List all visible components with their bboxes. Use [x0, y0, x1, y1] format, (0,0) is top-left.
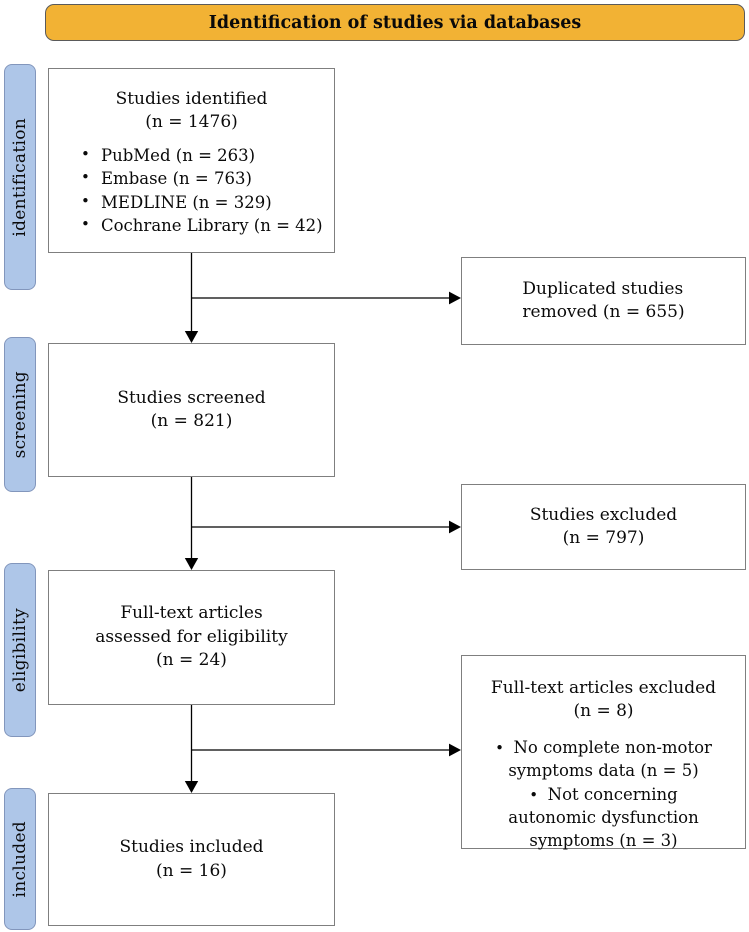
- box-count: (n = 1476): [145, 112, 238, 133]
- stage-label-screening: screening: [4, 337, 36, 492]
- stage-label-eligibility: eligibility: [4, 563, 36, 737]
- box-studies-identified: Studies identified (n = 1476) PubMed (n …: [48, 68, 335, 253]
- box-title: Full-text articles: [120, 603, 263, 624]
- box-studies-excluded: Studies excluded (n = 797): [461, 484, 746, 570]
- box-count: (n = 797): [562, 528, 645, 548]
- box-fulltext-excluded: Full-text articles excluded (n = 8) No c…: [461, 655, 746, 852]
- stage-label-included: included: [4, 788, 36, 930]
- stage-label-identification: identification: [4, 64, 36, 290]
- arrowhead-right-1: [449, 291, 461, 305]
- box-title: Duplicated studies: [522, 278, 684, 299]
- box-title: Studies screened: [117, 387, 266, 408]
- box-count: (n = 24): [156, 650, 227, 671]
- box-count: removed (n = 655): [522, 302, 685, 322]
- box-duplicates-removed: Duplicated studies removed (n = 655): [461, 257, 746, 345]
- list-item: Cochrane Library (n = 42): [79, 214, 334, 237]
- arrowhead-down-2: [184, 558, 199, 570]
- box-studies-included: Studies included (n = 16): [48, 793, 335, 926]
- box-count: (n = 821): [150, 411, 233, 431]
- exclusion-reason-list: No complete non-motor symptoms data (n =…: [485, 736, 723, 852]
- arrowhead-down-1: [184, 331, 199, 343]
- database-list: PubMed (n = 263) Embase (n = 763) MEDLIN…: [49, 144, 334, 238]
- arrowhead-right-2: [449, 520, 461, 534]
- box-count: (n = 16): [156, 860, 227, 881]
- box-title: Full-text articles excluded: [490, 678, 717, 698]
- banner: Identification of studies via databases: [45, 4, 745, 41]
- banner-title: Identification of studies via databases: [208, 12, 582, 33]
- box-fulltext-assessed: Full-text articles assessed for eligibil…: [48, 570, 335, 705]
- list-item: No complete non-motor symptoms data (n =…: [485, 736, 723, 782]
- list-item: Embase (n = 763): [79, 167, 334, 190]
- list-item: Not concerning autonomic dysfunction sym…: [485, 783, 723, 852]
- box-studies-screened: Studies screened (n = 821): [48, 343, 335, 477]
- arrowhead-right-3: [449, 743, 461, 757]
- box-title: Studies excluded: [529, 504, 678, 525]
- box-title: Studies included: [119, 837, 264, 858]
- list-item: MEDLINE (n = 329): [79, 191, 334, 214]
- list-item: PubMed (n = 263): [79, 144, 334, 167]
- box-title: Studies identified: [115, 89, 268, 109]
- box-title: assessed for eligibility: [95, 626, 288, 647]
- box-count: (n = 8): [573, 701, 634, 722]
- arrowhead-down-3: [184, 781, 199, 793]
